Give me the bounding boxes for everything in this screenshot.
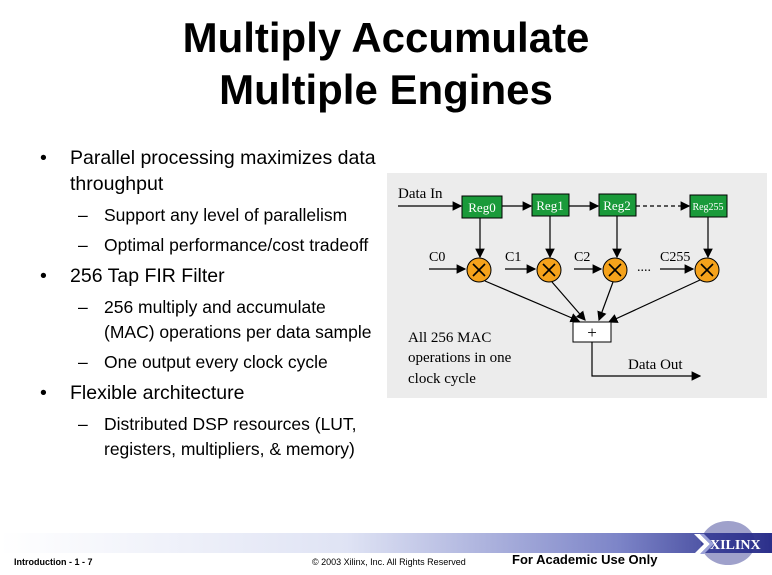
footer-academic-note: For Academic Use Only: [512, 552, 658, 567]
xilinx-x-icon: [694, 534, 714, 554]
data-in-label: Data In: [398, 186, 443, 202]
slide-title-line1: Multiply Accumulate: [182, 14, 590, 61]
footer-page-label: Introduction - 1 - 7: [14, 557, 93, 567]
sub-bullet-item: –Optimal performance/cost tradeoff: [40, 233, 380, 258]
register-reg0: Reg0: [461, 195, 503, 219]
bullet-list: •Parallel processing maximizes data thro…: [40, 145, 380, 467]
data-out-arrow: [591, 342, 702, 381]
register-reg1: Reg1: [531, 193, 570, 217]
multiplier-icon: [602, 257, 628, 283]
bullet-dot-icon: •: [40, 265, 47, 287]
note-line2: operations in one: [408, 350, 512, 366]
bullet-item: •256 Tap FIR Filter: [40, 265, 225, 287]
multiplier-icon: [466, 257, 492, 283]
coef-c0: C0: [429, 250, 445, 265]
sub-bullet-item: –256 multiply and accumulate (MAC) opera…: [78, 297, 372, 342]
multiplier-icon: [536, 257, 562, 283]
bullet-dot-icon: •: [40, 382, 47, 404]
footer-bar: [0, 533, 772, 553]
ellipsis: ....: [637, 260, 651, 275]
dash-icon: –: [78, 297, 88, 317]
slide-title: Multiply Accumulate Multiple Engines: [0, 12, 772, 116]
dash-icon: –: [78, 352, 88, 372]
coef-c255: C255: [660, 250, 690, 265]
bullet-item: •Parallel processing maximizes data thro…: [40, 147, 376, 195]
xilinx-logo-text: XILINX: [710, 538, 761, 553]
multiplier-icon: [694, 257, 720, 283]
mac-diagram: Data In Reg0 Reg1 Reg2 Reg255 C0 C1: [387, 173, 767, 398]
reg2-label: Reg2: [603, 198, 630, 213]
register-reg255: Reg255: [689, 194, 728, 218]
reg255-label: Reg255: [692, 202, 723, 213]
coef-c1: C1: [505, 250, 521, 265]
mac-diagram-svg: Data In Reg0 Reg1 Reg2 Reg255 C0 C1: [398, 186, 728, 387]
reg0-label: Reg0: [468, 200, 495, 215]
reg1-label: Reg1: [536, 198, 563, 213]
register-reg2: Reg2: [598, 193, 637, 217]
sub-bullet-item: –Support any level of parallelism: [40, 203, 380, 228]
dash-icon: –: [78, 414, 88, 434]
data-out-label: Data Out: [628, 357, 683, 373]
dash-icon: –: [78, 205, 88, 225]
bullet-item: •Flexible architecture: [40, 382, 245, 404]
svg-text:+: +: [587, 323, 597, 342]
coef-c2: C2: [574, 250, 590, 265]
bullet-dot-icon: •: [40, 147, 47, 169]
sub-bullet-item: –One output every clock cycle: [40, 350, 380, 375]
slide-title-line2: Multiple Engines: [219, 66, 553, 113]
footer-copyright: © 2003 Xilinx, Inc. All Rights Reserved: [312, 557, 466, 567]
xilinx-logo: XILINX: [688, 518, 768, 568]
dash-icon: –: [78, 235, 88, 255]
note-line3: clock cycle: [408, 371, 476, 387]
adder-icon: +: [572, 321, 612, 343]
sub-bullet-item: –Distributed DSP resources (LUT, registe…: [78, 414, 357, 459]
note-line1: All 256 MAC: [408, 330, 491, 346]
